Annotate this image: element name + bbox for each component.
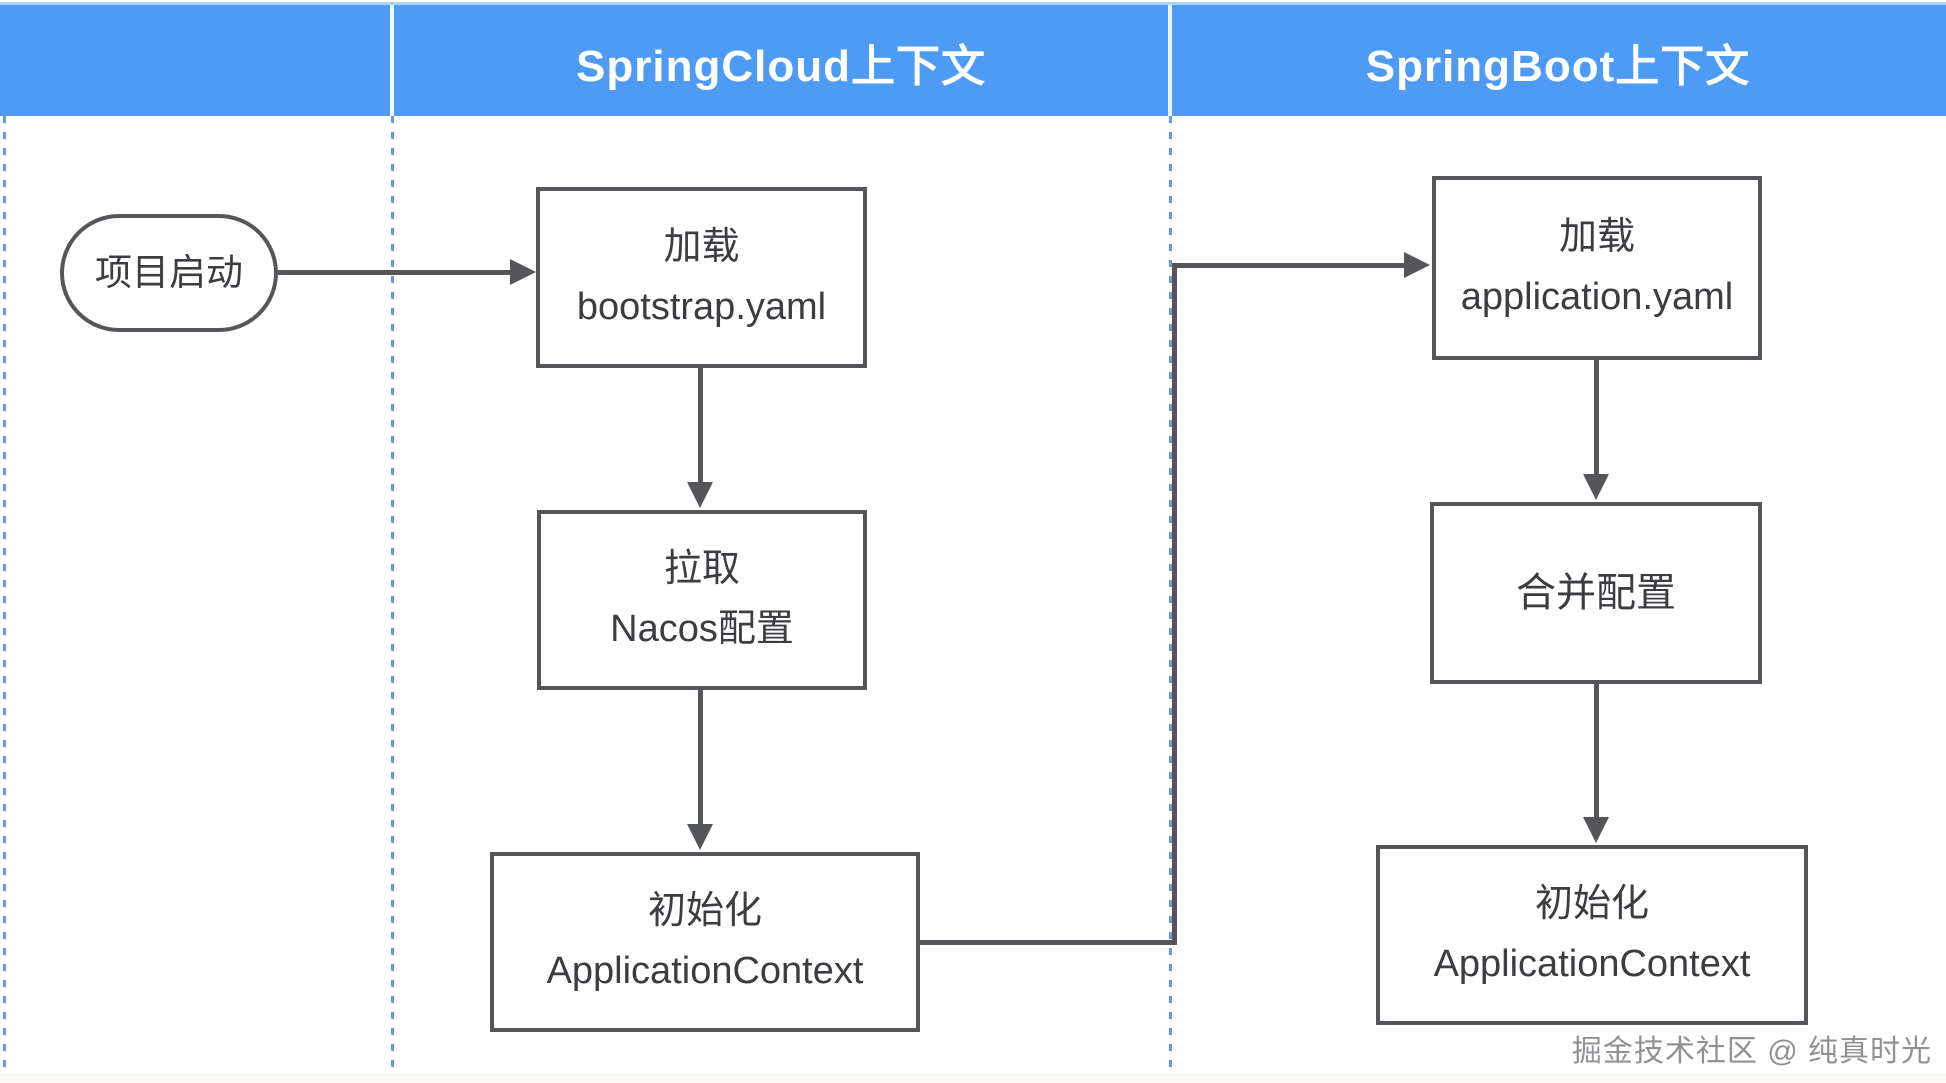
load-application-yaml-box: 加载 application.yaml — [1432, 176, 1762, 360]
merge-config-label: 合并配置 — [1516, 571, 1676, 615]
init-applicationcontext-cloud-box: 初始化 ApplicationContext — [490, 852, 920, 1032]
lane-header-bar: SpringCloud上下文 SpringBoot上下文 — [0, 2, 1946, 119]
arrow-merge-to-init-line — [1594, 684, 1599, 819]
init-applicationcontext-boot-line1: 初始化 — [1534, 883, 1649, 926]
elbow-connector-vertical-segment — [1172, 263, 1177, 945]
arrow-nacos-to-init-line — [698, 690, 703, 826]
init-applicationcontext-boot-box: 初始化 ApplicationContext — [1376, 845, 1808, 1025]
arrow-application-to-merge-line — [1594, 360, 1599, 476]
load-application-yaml-line2: application.yaml — [1460, 276, 1734, 318]
lane-title-springcloud-context: SpringCloud上下文 — [576, 42, 986, 91]
lane-dotted-line-middle — [391, 116, 394, 1083]
elbow-connector-top-segment — [1172, 263, 1406, 268]
load-bootstrap-yaml-line2: bootstrap.yaml — [576, 285, 827, 328]
arrow-bootstrap-to-nacos-line — [698, 368, 703, 484]
init-applicationcontext-cloud-line2: ApplicationContext — [546, 950, 864, 992]
arrow-start-to-load-head — [510, 259, 536, 285]
merge-config-box: 合并配置 — [1430, 502, 1762, 684]
pull-nacos-config-line2: Nacos配置 — [610, 608, 794, 650]
lane-dotted-line-far-left — [3, 116, 6, 1083]
lane-title-springboot-context: SpringBoot上下文 — [1365, 42, 1751, 91]
elbow-connector-bottom-segment — [920, 940, 1177, 945]
arrow-application-to-merge-head — [1583, 474, 1609, 500]
start-node: 项目启动 — [60, 214, 278, 332]
header-separator-right — [1168, 5, 1172, 119]
arrow-start-to-load-line — [278, 270, 512, 275]
load-application-yaml-line1: 加载 — [1558, 216, 1635, 259]
bottom-edge-strip — [0, 1073, 1946, 1083]
init-applicationcontext-cloud-line1: 初始化 — [647, 890, 762, 933]
arrow-merge-to-init-head — [1583, 817, 1609, 843]
lane-dotted-line-right — [1169, 116, 1172, 1083]
watermark-text: 掘金技术社区 @ 纯真时光 — [1571, 1035, 1932, 1068]
pull-nacos-config-line1: 拉取 — [663, 548, 740, 591]
pull-nacos-config-box: 拉取 Nacos配置 — [537, 510, 867, 690]
init-applicationcontext-boot-line2: ApplicationContext — [1433, 943, 1751, 985]
arrow-nacos-to-init-head — [687, 824, 713, 850]
start-node-label: 项目启动 — [95, 251, 243, 293]
elbow-connector-arrow-head — [1404, 252, 1430, 278]
load-bootstrap-yaml-line1: 加载 — [663, 225, 740, 268]
load-bootstrap-yaml-box: 加载 bootstrap.yaml — [536, 187, 867, 368]
arrow-bootstrap-to-nacos-head — [687, 482, 713, 508]
header-separator-left — [390, 5, 394, 119]
